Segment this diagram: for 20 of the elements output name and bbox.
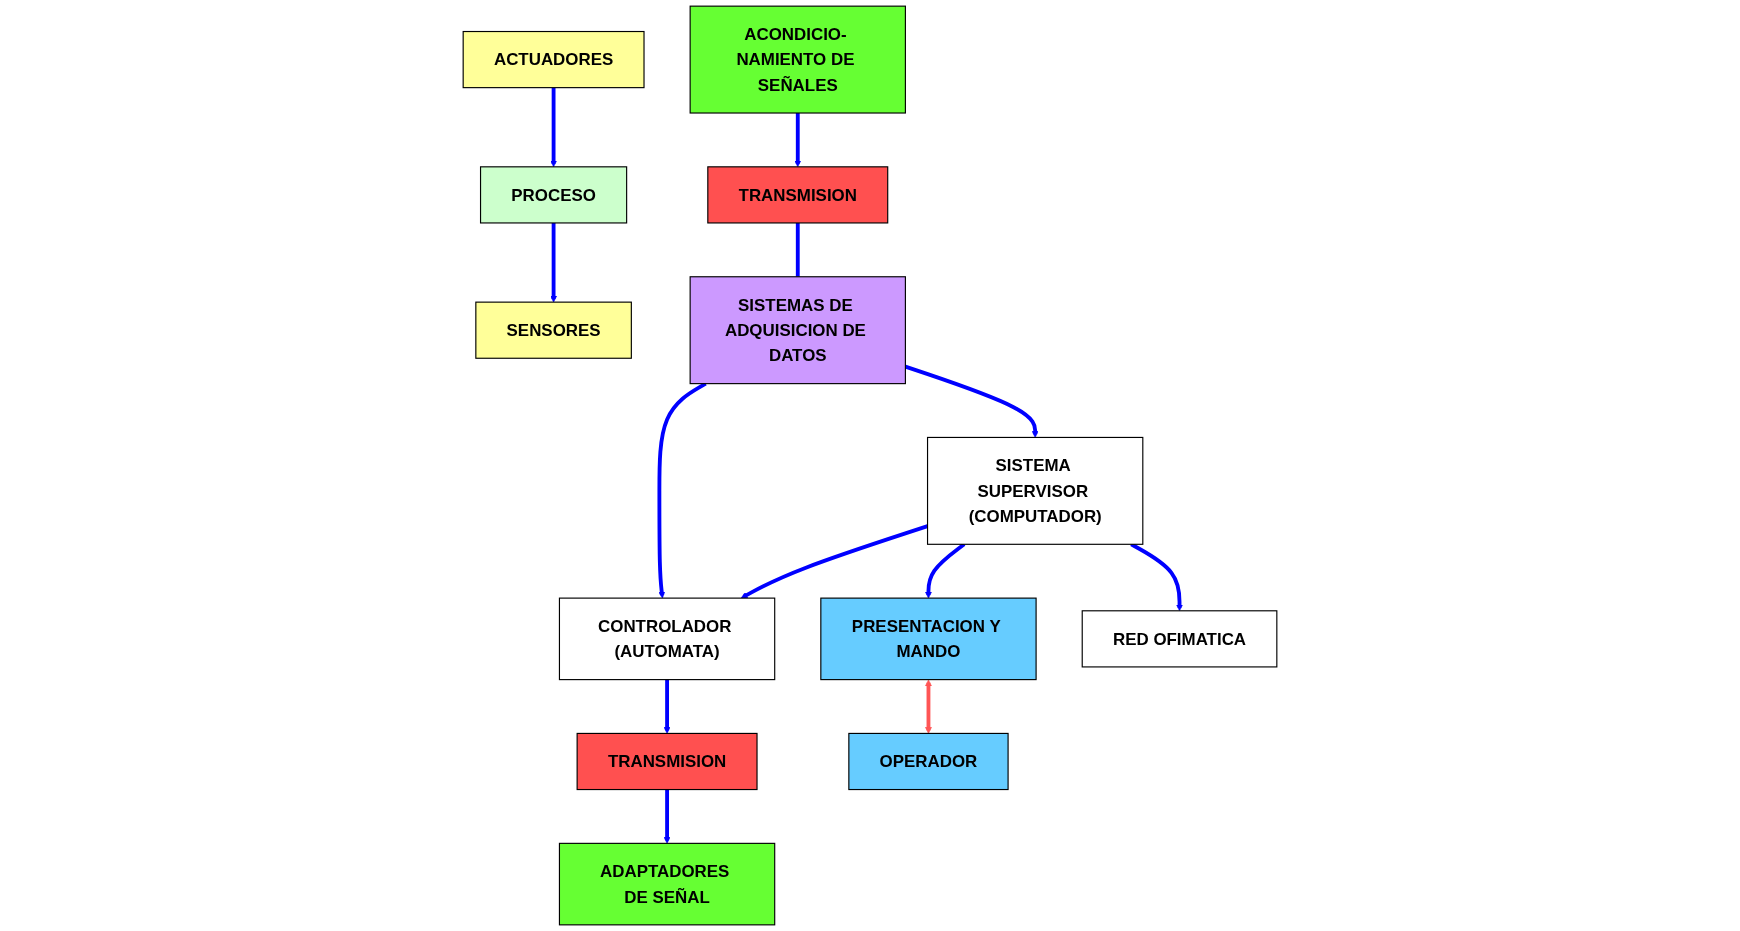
node-box: ACTUADORES xyxy=(462,30,645,89)
node-box: PROCESO xyxy=(479,166,628,224)
node-box: RED OFIMATICA xyxy=(1081,610,1278,668)
arrow xyxy=(663,679,671,734)
node-box: TRANSMISION xyxy=(707,166,889,224)
node-box: ACONDICIO- NAMIENTO DE SEÑALES xyxy=(689,5,906,114)
arrow xyxy=(550,87,557,168)
arrow xyxy=(550,222,557,303)
node-box: PRESENTACION Y MANDO xyxy=(820,597,1037,681)
node-box: SISTEMAS DE ADQUISICION DE DATOS xyxy=(689,276,906,385)
node-box: TRANSMISION xyxy=(576,732,758,791)
node-box: SISTEMA SUPERVISOR (COMPUTADOR) xyxy=(926,436,1144,545)
connector xyxy=(795,222,800,277)
node-box: SENSORES xyxy=(475,301,632,359)
node-box: ADAPTADORES DE SEÑAL xyxy=(558,842,776,926)
arrow xyxy=(925,679,932,734)
arrow xyxy=(663,789,671,844)
arrow xyxy=(794,113,802,168)
node-box: CONTROLADOR (AUTOMATA) xyxy=(558,597,776,681)
node-box: OPERADOR xyxy=(848,732,1009,791)
